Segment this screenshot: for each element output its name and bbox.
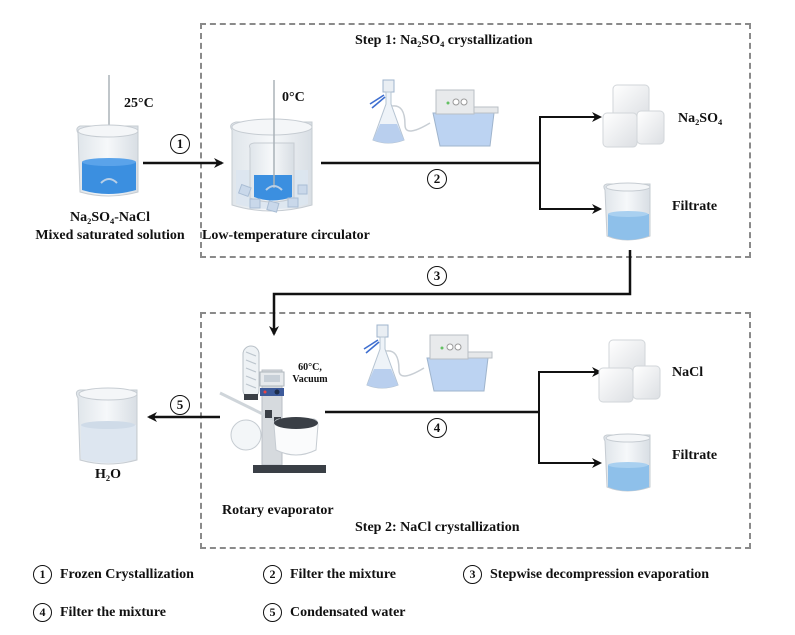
step1-title: Step 1: Na₂SO₄ crystallization — [355, 33, 533, 48]
legend-number: 5 — [263, 603, 282, 622]
arrow-3 — [269, 250, 632, 336]
legend-item-2: 2 Filter the mixture — [263, 565, 396, 584]
legend-text: Condensated water — [290, 604, 406, 620]
legend-number: 3 — [463, 565, 482, 584]
legend-text: Stepwise decompression evaporation — [490, 566, 710, 582]
step-marker-1: 1 — [170, 134, 190, 154]
legend-item-3: 3 Stepwise decompression evaporation — [463, 565, 709, 584]
legend-number: 4 — [33, 603, 52, 622]
step-marker-3: 3 — [427, 266, 447, 286]
legend-number: 2 — [263, 565, 282, 584]
step-marker-2: 2 — [427, 169, 447, 189]
step-marker-4: 4 — [427, 418, 447, 438]
nacl-crystals-icon — [598, 339, 661, 403]
legend-number: 1 — [33, 565, 52, 584]
arrow-4 — [325, 367, 602, 468]
evaporator-condition-line2: Vacuum — [292, 374, 328, 385]
mixed-solution-beaker-icon — [76, 75, 139, 197]
vacuum-filtration-setup-icon — [369, 79, 499, 147]
step1-box — [200, 23, 751, 258]
legend-text: Filter the mixture — [290, 566, 397, 582]
nacl-label: NaCl — [672, 365, 704, 380]
step2-box — [200, 312, 751, 549]
vacuum-filtration-setup-icon — [363, 324, 493, 392]
rotary-evaporator-icon — [219, 345, 326, 473]
h2o-label: H₂O — [95, 467, 121, 482]
evaporator-label: Rotary evaporator — [222, 503, 334, 518]
filtrate-label-step1: Filtrate — [672, 199, 718, 214]
step-marker-5: 5 — [170, 395, 190, 415]
low-temperature-circulator-icon — [230, 80, 313, 213]
circulator-label: Low-temperature circulator — [202, 228, 370, 243]
legend-item-1: 1 Frozen Crystallization — [33, 565, 194, 584]
filtrate-label-step2: Filtrate — [672, 448, 718, 463]
arrow-2 — [321, 112, 602, 214]
start-temperature: 25°C — [124, 96, 154, 111]
start-label-line1: Na₂SO₄-NaCl — [70, 210, 150, 225]
step2-title: Step 2: NaCl crystallization — [355, 520, 520, 535]
na2so4-crystals-icon — [602, 84, 665, 148]
start-label-line2: Mixed saturated solution — [35, 228, 185, 243]
evaporator-condition-line1: 60°C, — [298, 362, 322, 373]
legend-item-4: 4 Filter the mixture — [33, 603, 166, 622]
filtrate-beaker-icon — [603, 433, 651, 492]
condensate-beaker-icon — [75, 387, 138, 465]
legend-item-5: 5 Condensated water — [263, 603, 406, 622]
na2so4-label: Na₂SO₄ — [678, 111, 723, 126]
circulator-temperature: 0°C — [282, 90, 305, 105]
legend-text: Filter the mixture — [60, 604, 167, 620]
filtrate-beaker-icon — [603, 182, 651, 241]
legend-text: Frozen Crystallization — [60, 566, 194, 582]
